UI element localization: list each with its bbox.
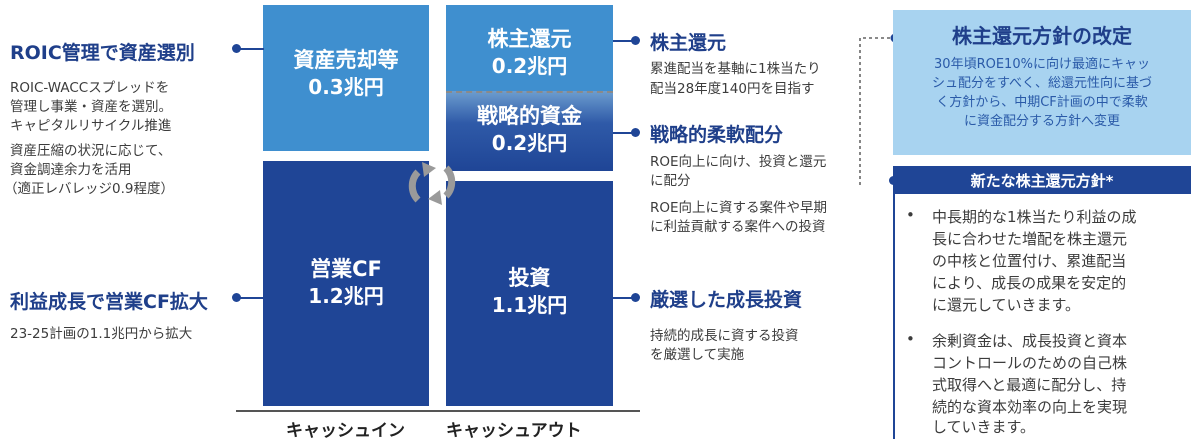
flexible-line-2: に配分 [650,173,691,189]
roic-dot [232,44,241,53]
bullet-2-line-4: 続的な資本効率の向上を実現 [932,398,1128,416]
growth-heading: 厳選した成長投資 [650,289,803,311]
bullet-1-line-5: に還元していきます。 [932,296,1081,314]
roic-line-6: （適正レバレッジ0.9程度） [4,181,174,197]
strategic-funds-label: 戦略的資金 [477,104,582,128]
asset-sale-box: 資産売却等 0.3兆円 [263,5,429,151]
bullet-2-line-3: 式取得へと最適に配分し、持 [932,376,1127,394]
profit-dot [232,293,241,302]
growth-line-1: 持続的成長に資する投資 [650,328,799,344]
flexible-dot [631,128,640,137]
asset-sale-value: 0.3兆円 [308,75,384,99]
investment-label: 投資 [508,266,551,290]
policy-revision-box: 株主還元方針の改定 30年頃ROE10%に向け最適にキャッ シュ配分をすべく、総… [893,10,1191,155]
new-policy-dot [889,176,898,185]
flexible-line-3: ROE向上に資する案件や早期 [650,200,828,216]
shareholder-return-label: 株主還元 [487,27,572,51]
flexible-connector [613,132,635,134]
strategic-funds-value: 0.2兆円 [491,131,568,155]
return-line-1: 累進配当を基軸に1株当たり [650,61,821,77]
operating-cf-label: 営業CF [310,257,382,281]
roic-heading: ROIC管理で資産選別 [10,42,195,64]
flexible-heading: 戦略的柔軟配分 [650,124,784,146]
policy-revision-title: 株主還元方針の改定 [952,24,1132,48]
bullet-2-line-2: コントロールのための自己株 [932,354,1128,372]
cash-in-axis-label: キャッシュイン [286,421,405,441]
shareholder-return-box: 株主還元 0.2兆円 [446,5,613,91]
growth-dot [631,293,640,302]
policy-revision-line-1: 30年頃ROE10%に向け最適にキャッ [934,57,1150,72]
bullet-1-line-4: により、成長の成果を安定的 [932,274,1127,292]
bullet-1-line-1: 中長期的な1株当たり利益の成 [932,208,1137,226]
asset-sale-label: 資産売却等 [293,48,399,72]
growth-line-2: を厳選して実施 [650,347,745,363]
bullet-2-line-1: 余剰資金は、成長投資と資本 [932,332,1128,350]
flexible-line-4: に利益貢献する案件への投資 [650,219,826,235]
return-heading: 株主還元 [650,32,727,54]
return-dot [631,36,640,45]
growth-connector [613,297,635,299]
bullet-2-mark: • [906,330,915,348]
cycle-arrows-icon [408,162,456,205]
roic-line-2: 管理し事業・資産を選別。 [10,99,172,115]
roic-line-3: キャピタルリサイクル推進 [10,118,172,134]
divider-dashed [446,91,613,93]
investment-box: 投資 1.1兆円 [446,181,613,406]
strategic-funds-box: 戦略的資金 0.2兆円 [446,91,613,171]
roic-line-5: 資金調達余力を活用 [10,162,132,178]
profit-connector [236,297,264,299]
policy-revision-line-4: に資金配分する方針へ変更 [963,114,1120,129]
new-policy-left-rule [893,194,895,439]
profit-heading: 利益成長で営業CF拡大 [10,291,208,313]
return-line-2: 配当28年度140円を目指す [650,81,815,97]
investment-value: 1.1兆円 [491,293,568,317]
policy-revision-line-2: シュ配分をすべく、総還元性向に基づ [931,76,1153,91]
profit-line-1: 23-25計画の1.1兆円から拡大 [10,326,193,342]
roic-connector [236,48,264,50]
bullet-1-line-2: 長に合わせた増配を株主還元 [932,230,1128,248]
operating-cf-value: 1.2兆円 [308,284,384,308]
policy-revision-line-3: く方針から、中期CF計画の中で柔軟 [936,95,1148,110]
new-policy-header: 新たな株主還元方針* [893,166,1191,194]
roic-line-1: ROIC-WACCスプレッドを [10,80,170,96]
baseline [236,410,640,412]
bullet-1-mark: • [906,206,915,224]
bullet-2-line-5: していきます。 [932,418,1036,436]
return-connector [613,40,635,42]
flexible-line-1: ROE向上に向け、投資と還元 [650,154,827,170]
new-policy-title: 新たな株主還元方針* [970,172,1114,190]
cash-out-axis-label: キャッシュアウト [446,421,582,441]
roic-line-4: 資産圧縮の状況に応じて、 [10,143,172,159]
shareholder-return-value: 0.2兆円 [491,54,568,78]
bullet-1-line-3: の中核と位置付け、累進配当 [932,252,1127,270]
operating-cf-box: 営業CF 1.2兆円 [263,161,429,406]
